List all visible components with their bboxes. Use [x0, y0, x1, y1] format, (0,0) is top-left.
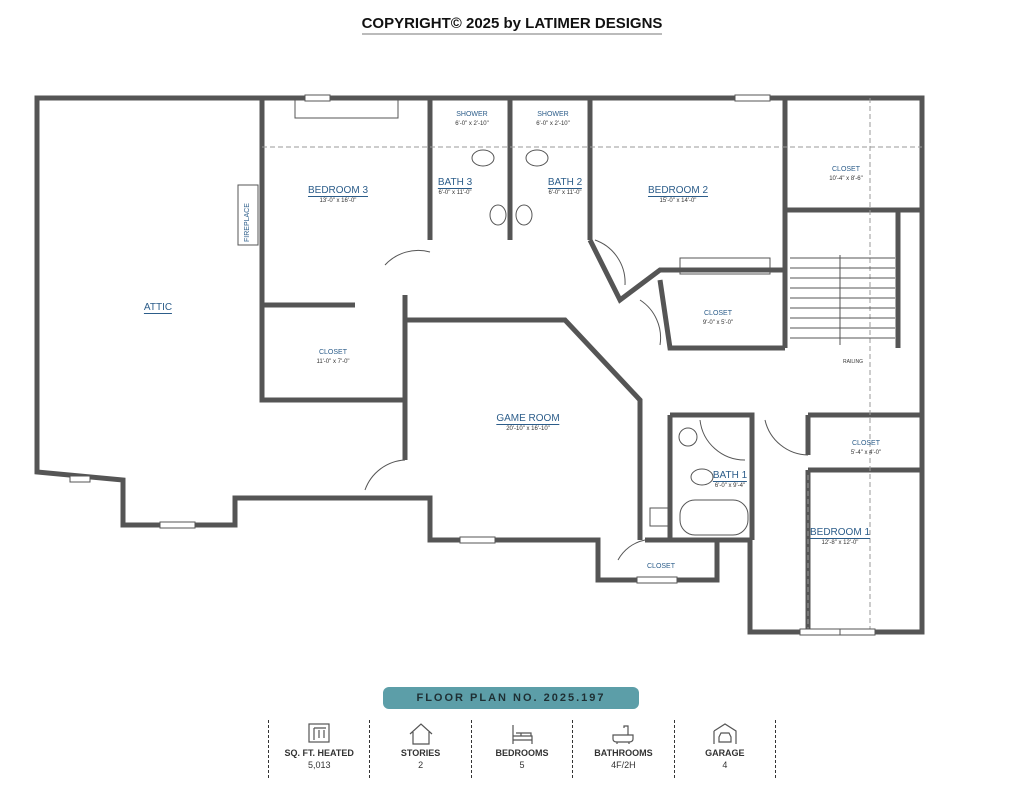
room-dims: 6'-0" x 11'-0" [548, 190, 582, 196]
room-name: SHOWER [537, 111, 569, 118]
exterior-wall [34, 95, 925, 635]
stat-sqft: SQ. FT. HEATED 5,013 [268, 720, 369, 778]
garage-icon [713, 723, 737, 744]
stat-label: BEDROOMS [495, 748, 549, 758]
room-dims: 5'-4" x 4'-0" [850, 450, 882, 456]
room-dims: 10'-4" x 8'-6" [829, 176, 863, 182]
stat-bathrooms: BATHROOMS 4F/2H [572, 720, 673, 778]
room-name: CLOSET [851, 440, 881, 447]
room-name: SHOWER [456, 111, 488, 118]
floor-plan-number-banner: FLOOR PLAN NO. 2025.197 [383, 687, 639, 709]
room-dims: 6'-0" x 9'-4" [714, 483, 746, 489]
copyright-text: COPYRIGHT© 2025 by LATIMER DESIGNS [361, 15, 663, 35]
bathtub-icon [612, 725, 635, 744]
room-closet-top: CLOSET 10'-4" x 8'-6" [829, 158, 863, 182]
wall-gameroom [405, 317, 643, 540]
room-name: CLOSET [646, 563, 676, 570]
room-name: BEDROOM 1 [809, 527, 871, 539]
stat-value: 5 [519, 760, 525, 770]
room-name: CLOSET [703, 310, 733, 317]
room-attic: ATTIC [143, 297, 173, 315]
fixtures [237, 99, 809, 561]
stat-label: BATHROOMS [594, 748, 653, 758]
room-dims: 9'-0" x 5'-0" [702, 320, 734, 326]
room-closet-bedroom2: CLOSET 9'-0" x 5'-0" [703, 302, 733, 326]
stat-value: 2 [418, 760, 424, 770]
room-shower2: SHOWER 6'-0" x 2'-10" [536, 103, 570, 127]
stat-label: GARAGE [705, 748, 745, 758]
stat-garage: GARAGE 4 [673, 720, 777, 778]
room-closet-bedroom3: CLOSET 11'-0" x 7'-0" [316, 341, 349, 365]
room-dims: 6'-0" x 2'-10" [536, 121, 570, 127]
wall-stair [782, 98, 922, 348]
room-fireplace: FIREPLACE [244, 203, 251, 242]
room-dims: 12'-8" x 12'-0" [821, 540, 859, 546]
room-dims: 11'-0" x 7'-0" [316, 359, 350, 365]
copyright-title: COPYRIGHT© 2025 by LATIMER DESIGNS [0, 15, 1024, 35]
room-name: CLOSET [318, 349, 347, 356]
room-name: ATTIC [143, 302, 173, 314]
room-dims: 15'-0" x 14'-0" [659, 198, 697, 204]
wall-bedroom3-closet [259, 302, 355, 400]
room-closet-bottom: CLOSET [647, 555, 675, 573]
house-icon [409, 723, 433, 745]
stat-value: 4 [722, 760, 728, 770]
wall-closet-b2 [657, 279, 785, 351]
blueprint-icon [308, 723, 330, 743]
room-dims: 13'-0" x 16'-0" [319, 198, 357, 204]
bed-icon [512, 725, 533, 744]
room-name: GAME ROOM [496, 413, 560, 425]
wall-bath1 [645, 412, 755, 543]
wall-bath3 [427, 98, 593, 240]
room-name: BEDROOM 2 [647, 185, 709, 197]
floor-plan [34, 94, 925, 636]
room-name: BATH 3 [437, 177, 473, 189]
room-name: CLOSET [831, 166, 861, 173]
stat-label: SQ. FT. HEATED [284, 748, 354, 758]
room-name: BEDROOM 3 [307, 185, 369, 197]
stairs [790, 255, 895, 345]
room-dims: 6'-0" x 11'-0" [438, 190, 472, 196]
room-name: BATH 1 [712, 470, 748, 482]
wall-bedroom2 [587, 238, 785, 304]
stat-bedrooms: BEDROOMS 5 [470, 720, 572, 778]
room-dims: 6'-0" x 2'-10" [455, 121, 489, 127]
railing-label: RAILING [843, 359, 864, 365]
stat-value: 4F/2H [611, 760, 636, 770]
room-name: BATH 2 [547, 177, 583, 189]
room-shower3: SHOWER 6'-0" x 2'-10" [455, 103, 489, 127]
stat-value: 5,013 [307, 760, 331, 770]
stat-label: STORIES [400, 748, 441, 758]
wall-closet-small [805, 412, 922, 473]
room-closet-small: CLOSET 5'-4" x 4'-0" [851, 432, 881, 456]
stat-stories: STORIES 2 [369, 720, 470, 778]
plan-stats: SQ. FT. HEATED 5,013 STORIES 2 BEDROOMS … [268, 720, 777, 778]
room-dims: 20'-10" x 16'-10" [506, 426, 550, 432]
